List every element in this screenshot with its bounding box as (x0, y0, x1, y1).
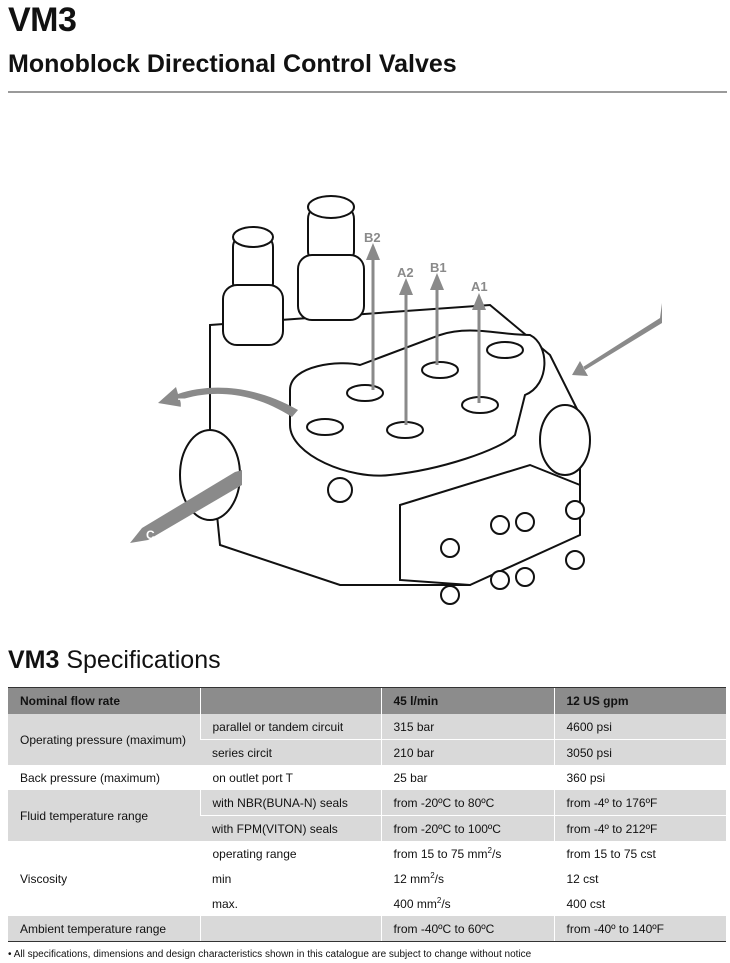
port-t-label: T (178, 396, 186, 410)
table-row: Back pressure (maximum) on outlet port T… (8, 765, 726, 790)
port-a1-label: A1 (471, 279, 488, 294)
cell-us: from -4º to 176ºF (553, 790, 726, 816)
port-a2-label: A2 (397, 265, 414, 280)
specifications-heading: VM3 Specifications (8, 644, 221, 676)
table-header-row: Nominal flow rate 45 l/min 12 US gpm (8, 687, 726, 714)
fluid-temperature-label: Fluid temperature range (20, 808, 149, 823)
header-cond (199, 687, 381, 714)
cell-cond: series circit (200, 739, 381, 765)
cell-us: 4600 psi (553, 714, 726, 740)
port-b1-label: B1 (430, 260, 447, 275)
metric-unit: /s (491, 847, 502, 861)
valve-top-plate (289, 329, 546, 477)
metric-sup: 2 (430, 871, 435, 880)
metric-unit: /s (441, 897, 451, 911)
table-row: Ambient temperature range from -40ºC to … (8, 916, 726, 942)
header-param: Nominal flow rate (8, 687, 200, 714)
table-row: Fluid temperature range with NBR(BUNA-N)… (8, 790, 726, 823)
metric-text: 12 mm (393, 872, 431, 886)
port-c-arrow (130, 470, 242, 543)
spec-heading-text: Specifications (59, 646, 221, 674)
cell-metric: from -20ºC to 80ºC (380, 790, 554, 816)
footnote: • All specifications, dimensions and des… (8, 949, 532, 960)
metric-unit: /s (434, 872, 444, 886)
cell-metric: from -40ºC to 60ºC (380, 916, 554, 942)
cell-metric: 315 bar (380, 714, 554, 740)
cell-cond: parallel or tandem circuit (199, 714, 381, 740)
cell-us: from -4º to 212ºF (553, 815, 726, 841)
cell-cond: min (212, 871, 232, 886)
product-model-title: VM3 (8, 1, 77, 39)
back-pressure-label: Back pressure (maximum) (20, 770, 161, 785)
viscosity-label: Viscosity (20, 871, 68, 886)
cell-us: 360 psi (553, 765, 726, 790)
header-metric: 45 l/min (380, 687, 554, 714)
port-p-arrow (572, 303, 662, 376)
cell-cond: with FPM(VITON) seals (200, 815, 381, 841)
cell-cond: on outlet port T (199, 765, 381, 790)
metric-text: 400 mm (393, 897, 437, 911)
cell-metric: 210 bar (380, 739, 554, 765)
cell-cond: with NBR(BUNA-N) seals (199, 790, 381, 816)
header-us: 12 US gpm (553, 687, 726, 714)
cell-us: 400 cst (553, 891, 726, 916)
metric-text: from 15 to 75 mm (393, 847, 488, 861)
specifications-table: Nominal flow rate 45 l/min 12 US gpm Ope… (8, 687, 726, 942)
table-row: Operating pressure (maximum) parallel or… (8, 714, 726, 747)
metric-sup: 2 (436, 896, 442, 905)
port-p-label: P (568, 359, 576, 373)
spec-heading-model: VM3 (8, 646, 60, 674)
cell-metric: 25 bar (380, 765, 554, 790)
cell-metric: 400 mm2/s (380, 891, 554, 916)
port-b2-label: B2 (364, 230, 381, 245)
valve-illustration: P T C B2 A2 B1 A1 (130, 195, 662, 605)
product-subtitle: Monoblock Directional Control Valves (8, 50, 457, 78)
cell-metric: 12 mm2/s (380, 866, 554, 891)
cell-cond: max. (212, 896, 239, 911)
cell-cond: operating range (199, 841, 381, 866)
cell-metric: from -20ºC to 100ºC (380, 815, 554, 841)
port-t-arrow (158, 387, 298, 417)
metric-sup: 2 (487, 846, 492, 855)
operating-pressure-label: Operating pressure (maximum) (20, 732, 187, 747)
cell-us: from 15 to 75 cst (553, 841, 726, 866)
port-c-label: C (146, 528, 155, 542)
header-divider (8, 91, 727, 93)
cell-us: 3050 psi (553, 739, 726, 765)
ambient-temperature-label: Ambient temperature range (8, 916, 200, 942)
cell-us: from -40º to 140ºF (553, 916, 726, 942)
cell-metric: from 15 to 75 mm2/s (380, 841, 554, 866)
cell-cond (199, 916, 381, 942)
table-row: Viscosity operating range from 15 to 75 … (8, 841, 726, 886)
cell-us: 12 cst (553, 866, 726, 891)
